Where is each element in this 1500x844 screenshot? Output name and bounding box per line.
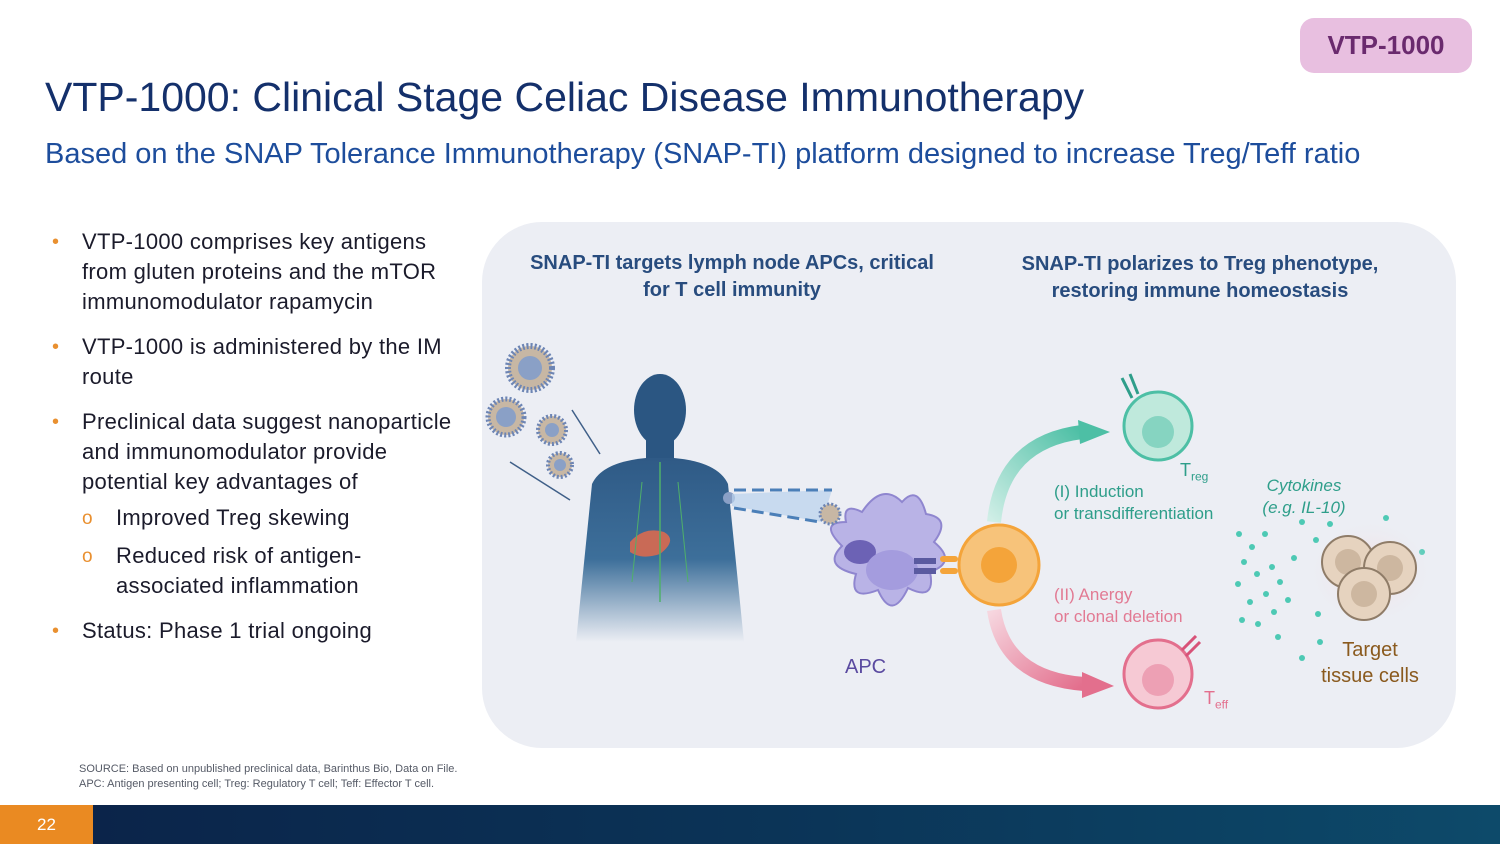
induction-arrow — [987, 425, 1083, 523]
induction-label-line1: (I) Induction — [1054, 482, 1144, 501]
anergy-arrow — [987, 608, 1085, 691]
mechanism-diagram — [485, 343, 1436, 710]
naive-t-cell-icon — [940, 523, 1041, 607]
bullet-preclinical-text: Preclinical data suggest nanoparticle an… — [82, 409, 452, 494]
treg-label: Treg — [1180, 460, 1208, 484]
treg-label-main: T — [1180, 460, 1191, 480]
sub-bullet-inflammation: Reduced risk of antigen-associated infla… — [52, 541, 452, 601]
treg-label-sub: reg — [1191, 469, 1209, 484]
induction-label: (I) Induction or transdifferentiation — [1054, 481, 1213, 525]
diagram-heading-right: SNAP-TI polarizes to Treg phenotype, res… — [1021, 253, 1379, 302]
bullet-route: VTP-1000 is administered by the IM route — [52, 332, 452, 392]
apc-cell-icon — [818, 493, 946, 607]
target-label: Target tissue cells — [1310, 637, 1430, 689]
treg-cell-icon — [1120, 373, 1194, 462]
teff-cell-icon — [1122, 634, 1202, 710]
induction-label-line2: or transdifferentiation — [1054, 504, 1214, 523]
teff-label-sub: eff — [1215, 697, 1229, 712]
abbreviations-line: APC: Antigen presenting cell; Treg: Regu… — [79, 778, 435, 790]
bullet-list: VTP-1000 comprises key antigens from glu… — [52, 227, 452, 661]
apc-label: APC — [845, 656, 887, 678]
diagram-heading-left: SNAP-TI targets lymph node APCs, critica… — [530, 252, 934, 301]
cytokines-label-line1: Cytokines — [1266, 476, 1342, 495]
teff-label: Teff — [1204, 688, 1228, 712]
human-body-icon — [576, 374, 744, 642]
page-number: 22 — [0, 805, 93, 844]
product-badge: VTP-1000 — [1300, 18, 1472, 73]
sub-bullet-list: Improved Treg skewing Reduced risk of an… — [82, 503, 452, 601]
anergy-label-line2: or clonal deletion — [1054, 607, 1183, 626]
source-line: SOURCE: Based on unpublished preclinical… — [79, 763, 458, 775]
teff-label-main: T — [1204, 688, 1215, 708]
target-tissue-cells-icon — [1304, 516, 1436, 628]
bullet-composition: VTP-1000 comprises key antigens from glu… — [52, 227, 452, 317]
source-note: SOURCE: Based on unpublished preclinical… — [79, 762, 458, 792]
cytokines-label: Cytokines (e.g. IL-10) — [1254, 475, 1354, 519]
page-title: VTP-1000: Clinical Stage Celiac Disease … — [45, 74, 1085, 120]
footer-bar — [0, 805, 1500, 844]
bullet-status: Status: Phase 1 trial ongoing — [52, 616, 452, 646]
anergy-label-line1: (II) Anergy — [1054, 585, 1133, 604]
target-label-line1: Target — [1342, 639, 1398, 661]
cytokines-label-line2: (e.g. IL-10) — [1262, 498, 1346, 517]
anergy-label: (II) Anergy or clonal deletion — [1054, 584, 1183, 628]
bullet-preclinical: Preclinical data suggest nanoparticle an… — [52, 407, 452, 601]
nanoparticle-icon — [485, 343, 574, 479]
target-label-line2: tissue cells — [1321, 665, 1419, 687]
sub-bullet-treg: Improved Treg skewing — [52, 503, 452, 534]
page-subtitle: Based on the SNAP Tolerance Immunotherap… — [45, 138, 1361, 170]
